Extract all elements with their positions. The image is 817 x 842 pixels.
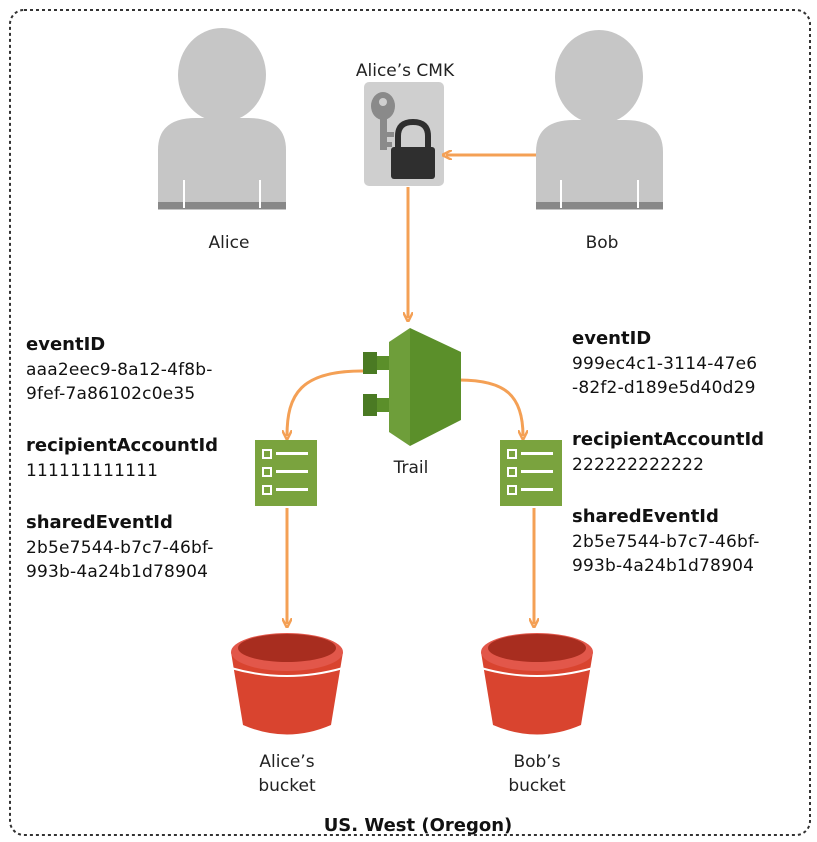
right-shared-line1: 2b5e7544-b7c7-46bf- bbox=[572, 532, 760, 552]
left-shared-key: sharedEventId bbox=[26, 512, 173, 533]
right-recipient-value: 222222222222 bbox=[572, 455, 704, 475]
right-shared-line2: 993b-4a24b1d78904 bbox=[572, 556, 754, 576]
alice-user-icon bbox=[158, 28, 286, 210]
arrows bbox=[287, 155, 536, 624]
right-event-id-line1: 999ec4c1-3114-47e6 bbox=[572, 354, 757, 374]
right-log-file-icon bbox=[500, 440, 562, 506]
bob-bucket-label-line1: Bob’s bbox=[513, 752, 560, 772]
left-recipient-key: recipientAccountId bbox=[26, 435, 218, 456]
left-event-id-line2: 9fef-7a86102c0e35 bbox=[26, 384, 195, 404]
left-recipient-value: 111111111111 bbox=[26, 461, 158, 481]
right-recipient-key: recipientAccountId bbox=[572, 429, 764, 450]
trail-icon bbox=[363, 328, 461, 446]
trail-to-right-log-arrow bbox=[458, 378, 523, 436]
left-shared-line2: 993b-4a24b1d78904 bbox=[26, 562, 208, 582]
lock-icon bbox=[391, 118, 435, 179]
region-label: US. West (Oregon) bbox=[324, 815, 513, 836]
bob-bucket-label-line2: bucket bbox=[508, 776, 566, 796]
trail-to-left-log-arrow bbox=[287, 369, 366, 436]
right-shared-key: sharedEventId bbox=[572, 506, 719, 527]
right-event-id-line2: -82f2-d189e5d40d29 bbox=[572, 378, 756, 398]
alice-label: Alice bbox=[209, 233, 250, 253]
alice-bucket-icon bbox=[230, 633, 344, 735]
left-shared-line1: 2b5e7544-b7c7-46bf- bbox=[26, 538, 214, 558]
bob-label: Bob bbox=[586, 233, 619, 253]
trail-label: Trail bbox=[393, 458, 429, 478]
bob-bucket-icon bbox=[480, 633, 594, 735]
left-event-id-key: eventID bbox=[26, 334, 105, 355]
key-icon bbox=[371, 92, 395, 150]
right-event-id-key: eventID bbox=[572, 328, 651, 349]
left-event-id-line1: aaa2eec9-8a12-4f8b- bbox=[26, 360, 213, 380]
alice-bucket-label-line1: Alice’s bbox=[259, 752, 314, 772]
right-event-details: eventID 999ec4c1-3114-47e6 -82f2-d189e5d… bbox=[572, 328, 764, 576]
region-boundary bbox=[9, 9, 811, 836]
left-event-details: eventID aaa2eec9-8a12-4f8b- 9fef-7a86102… bbox=[26, 334, 218, 582]
alice-bucket-label-line2: bucket bbox=[258, 776, 316, 796]
bob-user-icon bbox=[536, 30, 663, 210]
left-log-file-icon bbox=[255, 440, 317, 506]
cmk-label: Alice’s CMK bbox=[356, 61, 455, 81]
